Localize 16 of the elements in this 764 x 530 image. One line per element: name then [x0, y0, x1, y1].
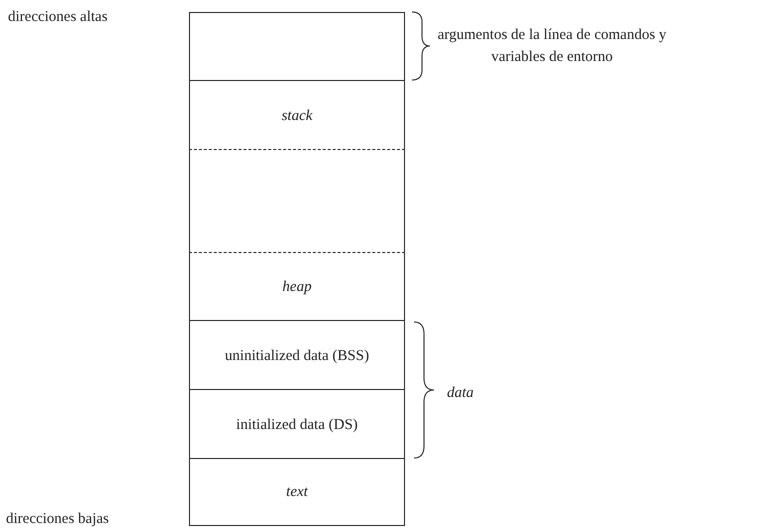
empty-segment — [189, 12, 405, 81]
empty-segment — [189, 149, 405, 253]
memory-segment — [189, 389, 405, 459]
brace-label: data — [447, 384, 475, 403]
segment-label: stack — [280, 106, 314, 126]
segment-label: uninitialized data (BSS) — [224, 346, 370, 366]
memory-segment — [189, 320, 405, 390]
segment-label: initialized data (DS) — [235, 416, 359, 434]
segment-label: heap — [281, 278, 313, 297]
address-label: direcciones bajas — [6, 510, 110, 529]
brace-label: argumentos de la línea de comandos y variables de entorno — [436, 26, 668, 67]
memory-segment — [189, 458, 405, 526]
segment-label: text — [285, 483, 309, 502]
memory-segment — [189, 252, 405, 321]
address-label: direcciones altas — [8, 8, 109, 27]
memory-segment — [189, 80, 405, 150]
